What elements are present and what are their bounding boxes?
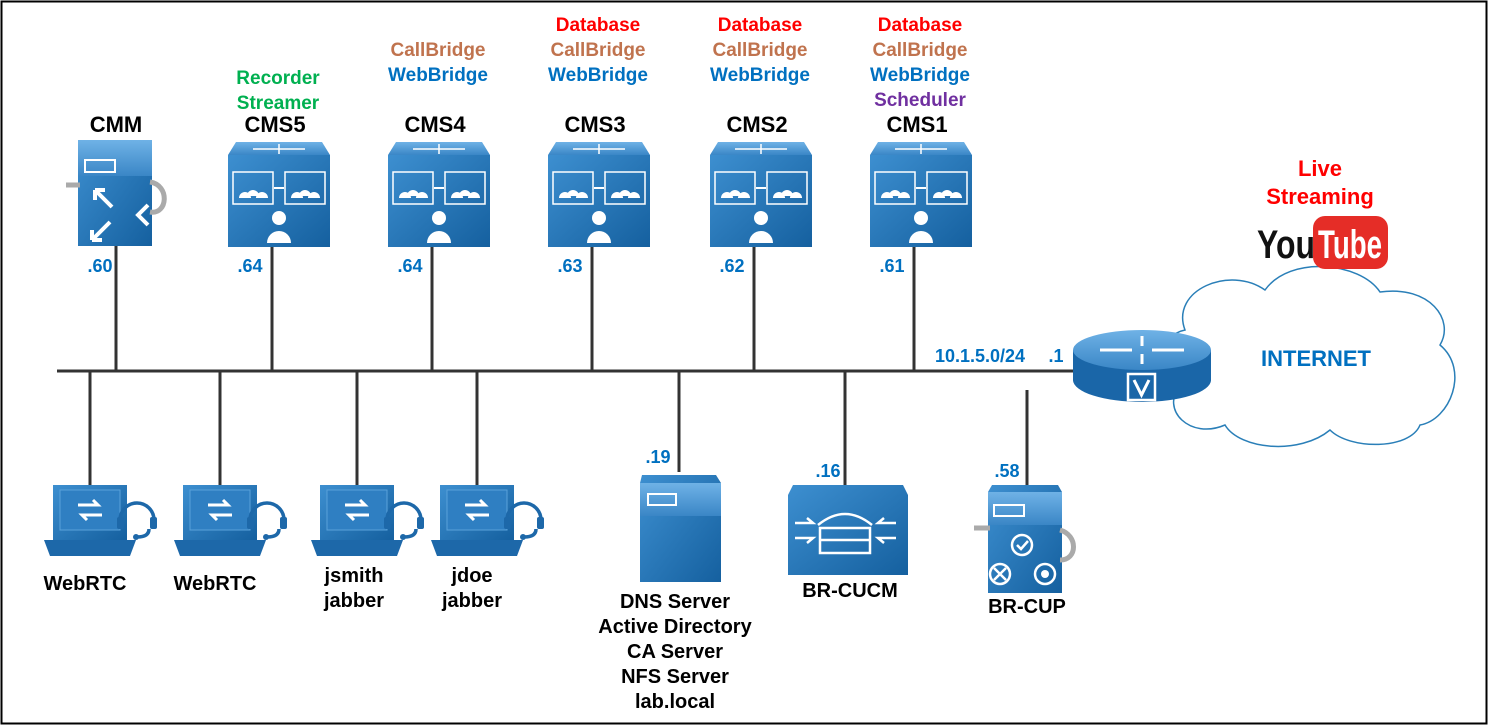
svg-text:You: You (1257, 223, 1315, 267)
role-callbridge: CallBridge (872, 40, 967, 61)
server-ip: .60 (87, 256, 112, 276)
cucm-ip: .16 (815, 461, 840, 481)
role-callbridge: CallBridge (712, 40, 807, 61)
server-name: CMS5 (244, 112, 305, 137)
br-cucm[interactable] (788, 485, 908, 575)
internet-label: INTERNET (1261, 346, 1372, 371)
people-icon (239, 190, 268, 198)
role-database: Database (718, 15, 803, 36)
client-label: jabber (323, 590, 384, 612)
server-name: CMS3 (564, 112, 625, 137)
role-webbridge: WebBridge (548, 65, 648, 86)
people-icon (611, 190, 640, 198)
internet-cloud (1160, 265, 1456, 448)
user-icon (592, 211, 606, 225)
user-icon (754, 211, 768, 225)
server-name: CMM (90, 112, 143, 137)
client-label: jsmith (324, 565, 384, 587)
server-ip: .63 (557, 256, 582, 276)
laptop-client[interactable] (431, 485, 544, 556)
people-icon (933, 190, 962, 198)
people-icon (559, 190, 588, 198)
people-icon (721, 190, 750, 198)
role-database: Database (878, 15, 963, 36)
role-webbridge: WebBridge (870, 65, 970, 86)
router-ip: .1 (1048, 346, 1063, 366)
sync-arrows-icon (345, 498, 369, 522)
dns-label: Active Directory (598, 616, 752, 638)
role-recorder: Streamer (237, 93, 320, 114)
live-streaming-line2: Streaming (1266, 184, 1374, 209)
svg-text:Tube: Tube (1318, 223, 1382, 267)
router (1073, 330, 1211, 402)
server-cms5[interactable] (228, 142, 330, 247)
people-icon (291, 190, 320, 198)
dns-ip: .19 (645, 447, 670, 467)
people-icon (881, 190, 910, 198)
server-cms1[interactable] (870, 142, 972, 247)
dns-label: lab.local (635, 691, 715, 713)
dns-label: NFS Server (621, 666, 729, 688)
check-icon (1010, 533, 1034, 557)
br-cup[interactable] (974, 485, 1076, 593)
role-callbridge: CallBridge (390, 40, 485, 61)
server-ip: .61 (879, 256, 904, 276)
cup-ip: .58 (994, 461, 1019, 481)
client-label: WebRTC (174, 573, 257, 595)
youtube-logo: You Tube (1257, 216, 1388, 269)
wires (57, 245, 1075, 487)
sync-arrows-icon (208, 498, 232, 522)
laptop-client[interactable] (311, 485, 424, 556)
dns-label: DNS Server (620, 591, 730, 613)
client-label: WebRTC (44, 573, 127, 595)
people-icon (773, 190, 802, 198)
server-cms4[interactable] (388, 142, 490, 247)
cup-label: BR-CUP (988, 596, 1066, 618)
server-ip: .64 (397, 256, 422, 276)
server-name: CMS4 (404, 112, 466, 137)
client-label: jabber (441, 590, 502, 612)
server-cms3[interactable] (548, 142, 650, 247)
role-webbridge: WebBridge (710, 65, 810, 86)
user-icon (432, 211, 446, 225)
role-webbridge: WebBridge (388, 65, 488, 86)
dns-server[interactable] (640, 475, 721, 582)
server-cmm[interactable] (66, 140, 167, 246)
server-ip: .62 (719, 256, 744, 276)
sync-arrows-icon (78, 498, 102, 522)
user-icon (272, 211, 286, 225)
role-callbridge: CallBridge (550, 40, 645, 61)
sync-arrows-icon (465, 498, 489, 522)
laptop-client[interactable] (174, 485, 287, 556)
user-icon (914, 211, 928, 225)
subnet-label: 10.1.5.0/24 (935, 346, 1025, 366)
server-name: CMS2 (726, 112, 787, 137)
client-label: jdoe (450, 565, 492, 587)
role-scheduler: Scheduler (874, 90, 966, 111)
role-database: Database (556, 15, 641, 36)
role-recorder: Recorder (236, 68, 320, 89)
cmm-arrows-icon (90, 188, 150, 242)
people-icon (451, 190, 480, 198)
people-icon (399, 190, 428, 198)
server-ip: .64 (237, 256, 262, 276)
cucm-label: BR-CUCM (802, 580, 898, 602)
dns-label: CA Server (627, 641, 723, 663)
server-name: CMS1 (886, 112, 947, 137)
live-streaming-line1: Live (1298, 156, 1342, 181)
laptop-client[interactable] (44, 485, 157, 556)
server-cms2[interactable] (710, 142, 812, 247)
